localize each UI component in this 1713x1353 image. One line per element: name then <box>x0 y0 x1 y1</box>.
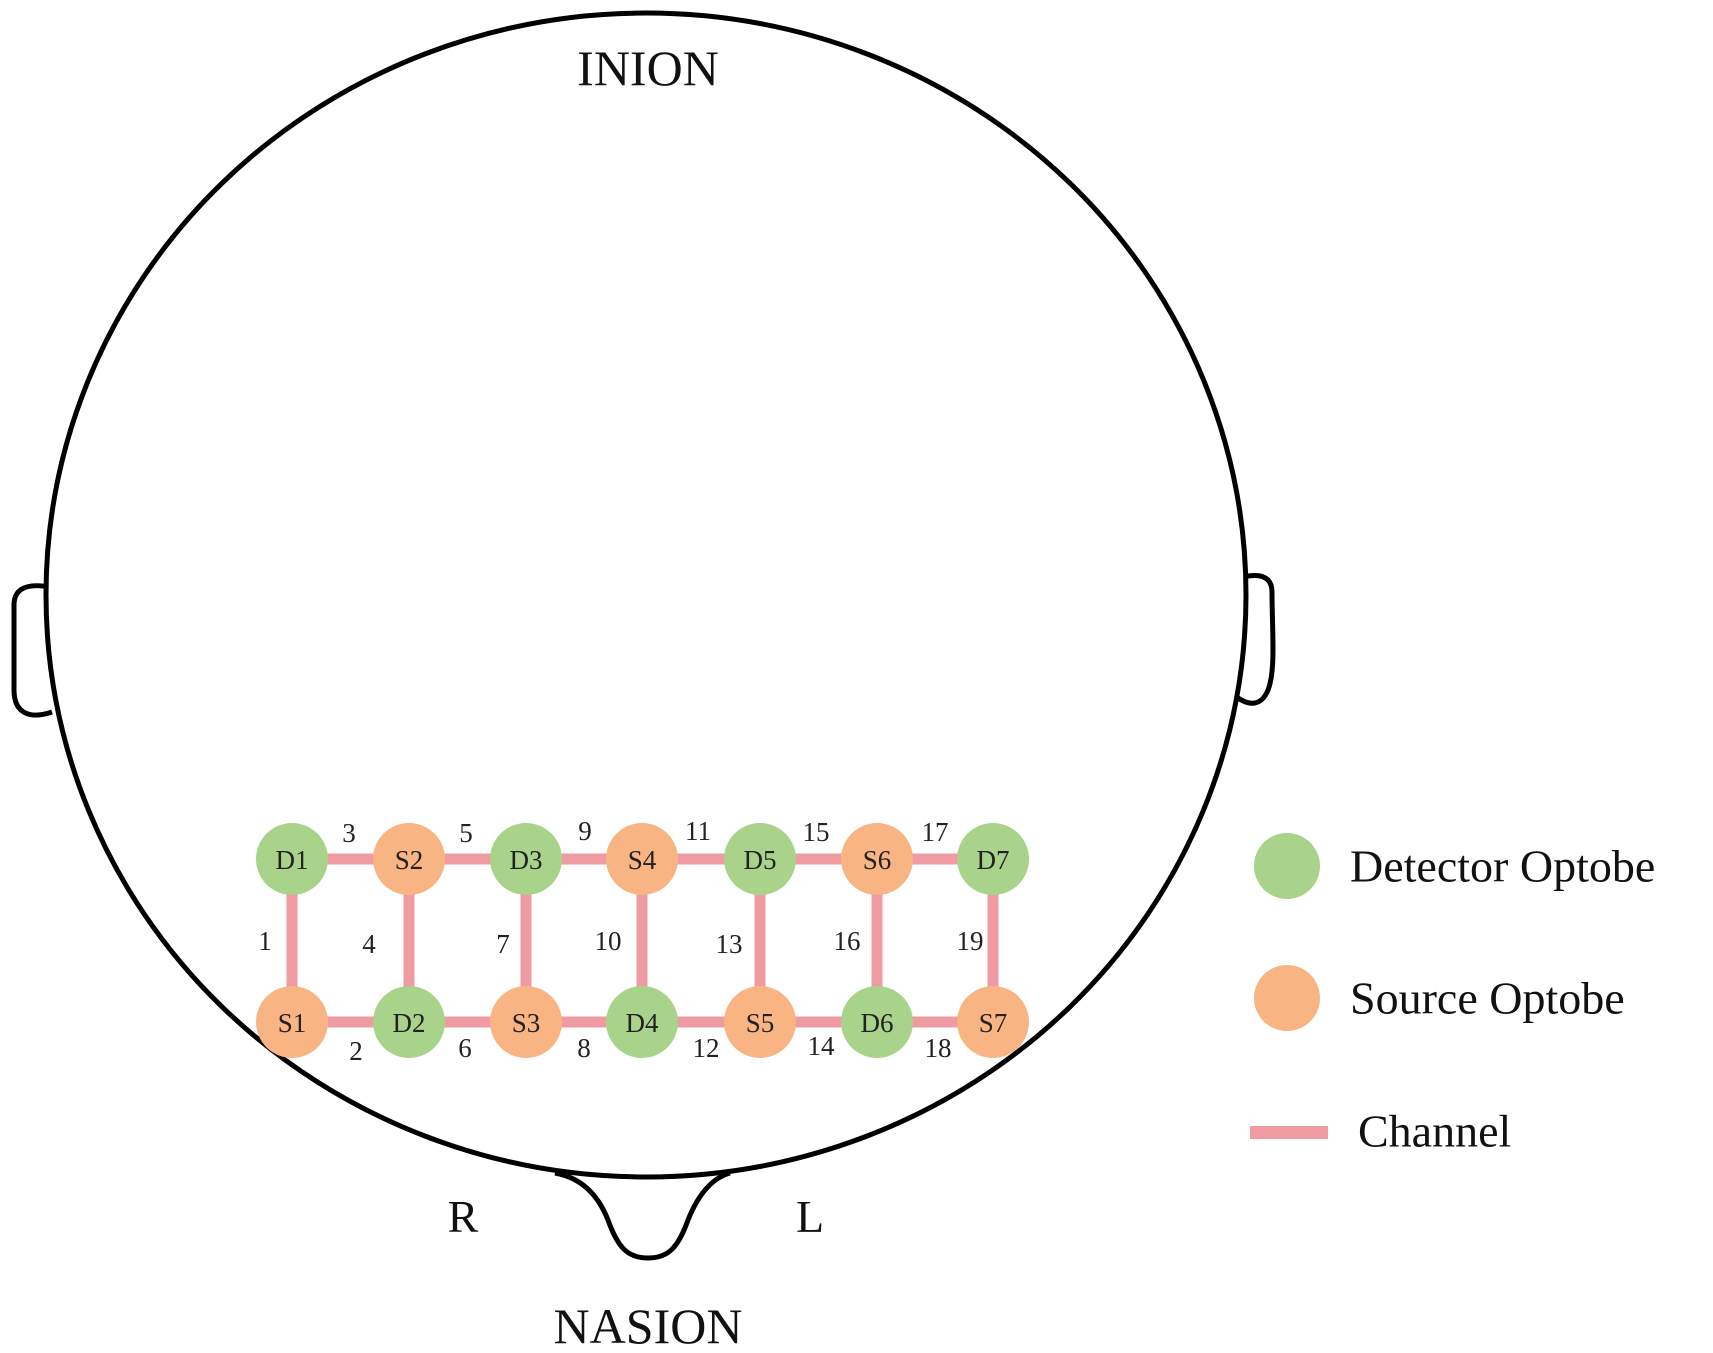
source-s5: S5 <box>724 986 796 1058</box>
channel-14-label: 14 <box>808 1031 836 1061</box>
channel-12-label: 12 <box>693 1033 720 1063</box>
source-s2-label: S2 <box>395 845 424 875</box>
channel-16-label: 16 <box>834 926 861 956</box>
source-s4: S4 <box>606 823 678 895</box>
channel-9-label: 9 <box>578 816 592 846</box>
source-s6: S6 <box>841 823 913 895</box>
channel-6-label: 6 <box>458 1033 472 1063</box>
legend-source-swatch <box>1254 965 1320 1031</box>
legend-channel-label: Channel <box>1358 1106 1511 1157</box>
detector-d7: D7 <box>957 823 1029 895</box>
detector-d2-circle <box>373 986 445 1058</box>
legend-source-label: Source Optobe <box>1350 973 1625 1024</box>
right-side-label: R <box>448 1191 479 1242</box>
detector-d1: D1 <box>256 823 328 895</box>
left-side-label: L <box>796 1191 824 1242</box>
source-s7-circle <box>957 986 1029 1058</box>
head-outline <box>11 10 1276 1261</box>
source-s7: S7 <box>957 986 1029 1058</box>
detector-d7-circle <box>957 823 1029 895</box>
channel-4-label: 4 <box>362 929 376 959</box>
detector-d6-circle <box>841 986 913 1058</box>
channel-1-label: 1 <box>258 926 272 956</box>
head-circle <box>43 10 1249 1180</box>
detector-d2-label: D2 <box>393 1008 426 1038</box>
detector-d1-circle <box>256 823 328 895</box>
source-s3-circle <box>490 986 562 1058</box>
inion-label: INION <box>577 40 719 96</box>
legend: Detector Optobe Source Optobe Channel <box>1250 833 1655 1157</box>
channel-13-label: 13 <box>716 929 743 959</box>
channel-15-label: 15 <box>803 817 830 847</box>
source-s5-label: S5 <box>746 1008 775 1038</box>
channel-11-label: 11 <box>685 816 711 846</box>
source-s3: S3 <box>490 986 562 1058</box>
detector-d5-circle <box>724 823 796 895</box>
channel-5-label: 5 <box>459 818 473 848</box>
detector-d7-label: D7 <box>977 845 1010 875</box>
detector-d5-label: D5 <box>744 845 777 875</box>
right-ear <box>11 583 53 718</box>
source-s4-circle <box>606 823 678 895</box>
channel-19-label: 19 <box>957 926 984 956</box>
detector-d3-label: D3 <box>510 845 543 875</box>
legend-channel-swatch <box>1250 1126 1328 1139</box>
nasion-label: NASION <box>554 1298 743 1353</box>
source-s6-label: S6 <box>863 845 892 875</box>
detector-d3-circle <box>490 823 562 895</box>
detector-d6-label: D6 <box>861 1008 894 1038</box>
detector-d4-circle <box>606 986 678 1058</box>
channel-8-label: 8 <box>577 1033 591 1063</box>
detector-d3: D3 <box>490 823 562 895</box>
source-s2-circle <box>373 823 445 895</box>
source-s4-label: S4 <box>628 845 657 875</box>
source-s1-label: S1 <box>278 1008 307 1038</box>
source-s3-label: S3 <box>512 1008 541 1038</box>
detector-d4: D4 <box>606 986 678 1058</box>
detector-d1-label: D1 <box>276 845 309 875</box>
detector-d4-label: D4 <box>626 1008 659 1038</box>
source-s1-circle <box>256 986 328 1058</box>
source-s1: S1 <box>256 986 328 1058</box>
source-s5-circle <box>724 986 796 1058</box>
detector-d6: D6 <box>841 986 913 1058</box>
channel-17-label: 17 <box>922 817 949 847</box>
channel-3-label: 3 <box>342 818 356 848</box>
channel-2-label: 2 <box>349 1036 363 1066</box>
legend-detector-label: Detector Optobe <box>1350 841 1655 892</box>
legend-detector-swatch <box>1254 833 1320 899</box>
channel-10-label: 10 <box>595 926 622 956</box>
source-s6-circle <box>841 823 913 895</box>
detector-d2: D2 <box>373 986 445 1058</box>
channel-18-label: 18 <box>925 1033 952 1063</box>
detector-d5: D5 <box>724 823 796 895</box>
source-s7-label: S7 <box>979 1008 1008 1038</box>
channel-7-label: 7 <box>496 929 510 959</box>
source-s2: S2 <box>373 823 445 895</box>
nose <box>554 1170 731 1261</box>
